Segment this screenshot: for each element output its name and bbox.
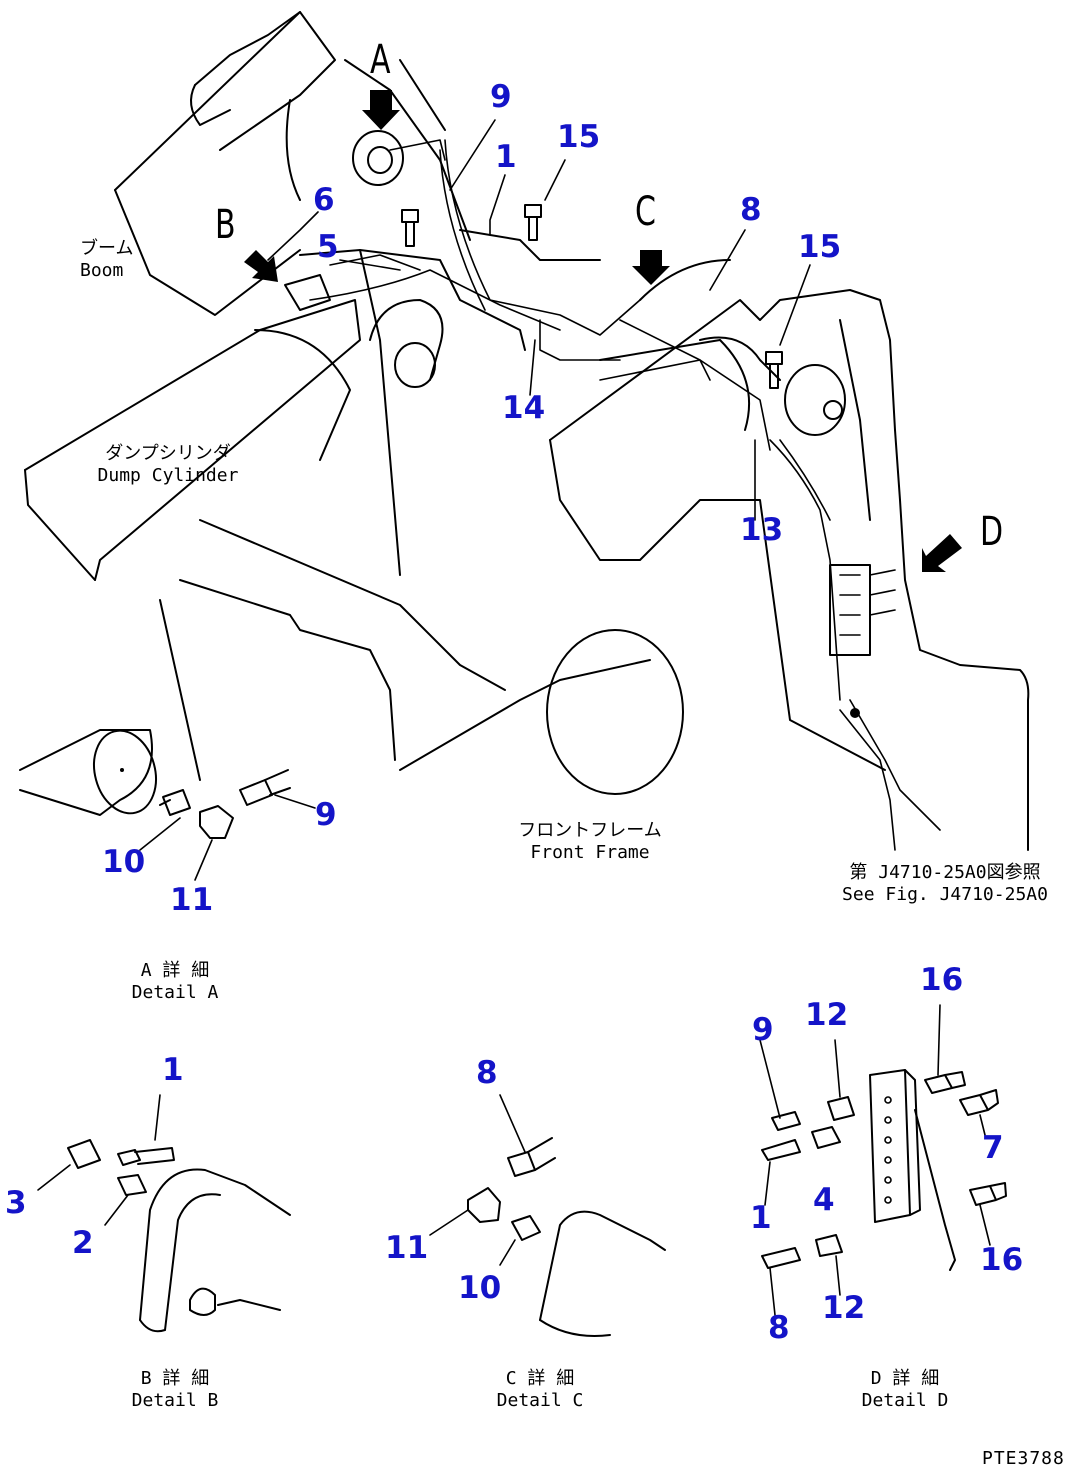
caption-detail-d-jp: D 詳 細 <box>870 1368 940 1389</box>
label-boom-jp: ブーム <box>80 238 134 259</box>
callout-a-10: 10 <box>102 844 146 880</box>
dump-cylinder <box>24 249 526 581</box>
label-dump-cylinder-jp: ダンプシリンダ <box>105 443 231 464</box>
label-dump-cylinder-en: Dump Cylinder <box>97 465 239 486</box>
caption-detail-c: C 詳 細 Detail C <box>485 1368 595 1412</box>
front-frame <box>159 259 1030 851</box>
label-front-frame-en: Front Frame <box>530 842 650 863</box>
caption-detail-b: B 詳 細 Detail B <box>120 1368 230 1412</box>
callout-c-10: 10 <box>458 1270 502 1306</box>
callout-main-14: 14 <box>502 390 546 426</box>
caption-detail-d-en: Detail D <box>861 1390 949 1411</box>
callout-a-11: 11 <box>170 882 214 918</box>
callout-main-9: 9 <box>490 79 512 115</box>
detail-a-drawing <box>19 729 316 881</box>
detail-b-drawing <box>37 1094 291 1333</box>
callout-main-5: 5 <box>317 229 339 265</box>
label-see-figure-jp: 第 J4710-25A0図参照 <box>849 862 1041 883</box>
caption-detail-a-jp: A 詳 細 <box>140 960 210 981</box>
callout-c-11: 11 <box>385 1230 429 1266</box>
caption-detail-b-jp: B 詳 細 <box>140 1368 210 1389</box>
drawing-code: PTE3788 <box>982 1448 1065 1469</box>
callout-main-15a: 15 <box>557 119 601 155</box>
callout-d-12b: 12 <box>822 1290 866 1326</box>
caption-detail-a: A 詳 細 Detail A <box>120 960 230 1004</box>
callout-b-2: 2 <box>72 1225 94 1261</box>
view-arrows <box>244 90 962 572</box>
label-boom: ブーム Boom <box>80 238 133 282</box>
bolts-main <box>401 204 860 718</box>
label-dump-cylinder: ダンプシリンダ Dump Cylinder <box>78 443 258 487</box>
label-front-frame-jp: フロントフレーム <box>518 820 662 841</box>
view-letter-c: C <box>635 189 656 235</box>
label-see-figure: 第 J4710-25A0図参照 See Fig. J4710-25A0 <box>825 862 1065 906</box>
callout-b-1: 1 <box>162 1052 184 1088</box>
detail-d-drawing <box>759 1004 1007 1316</box>
callout-main-15b: 15 <box>798 229 842 265</box>
callout-main-8: 8 <box>740 192 762 228</box>
caption-detail-a-en: Detail A <box>131 982 219 1003</box>
view-letter-b: B <box>215 202 236 248</box>
callout-d-12a: 12 <box>805 997 849 1033</box>
caption-detail-c-jp: C 詳 細 <box>505 1368 575 1389</box>
callout-d-9: 9 <box>752 1012 774 1048</box>
junction-block-d <box>829 564 896 656</box>
callout-d-16a: 16 <box>920 962 964 998</box>
view-letter-a: A <box>370 37 391 83</box>
pin-a <box>352 130 446 186</box>
callout-d-16b: 16 <box>980 1242 1024 1278</box>
callout-main-13: 13 <box>740 512 784 548</box>
hose-routing <box>309 139 941 851</box>
detail-c-drawing <box>429 1094 666 1337</box>
label-front-frame: フロントフレーム Front Frame <box>505 820 675 864</box>
callout-main-1: 1 <box>495 139 517 175</box>
callout-d-4: 4 <box>813 1182 835 1218</box>
callout-a-9: 9 <box>315 797 337 833</box>
callout-b-3: 3 <box>5 1185 27 1221</box>
label-see-figure-en: See Fig. J4710-25A0 <box>842 884 1048 905</box>
caption-detail-c-en: Detail C <box>496 1390 584 1411</box>
callout-d-7: 7 <box>982 1130 1004 1166</box>
boom-outline <box>114 11 601 316</box>
label-boom-en: Boom <box>80 260 124 281</box>
caption-detail-b-en: Detail B <box>131 1390 219 1411</box>
callout-c-8: 8 <box>476 1055 498 1091</box>
caption-detail-d: D 詳 細 Detail D <box>850 1368 960 1412</box>
view-letter-d: D <box>980 509 1004 555</box>
leader-lines-main <box>267 119 811 521</box>
callout-main-6: 6 <box>313 182 335 218</box>
callout-d-8: 8 <box>768 1310 790 1346</box>
callout-d-1: 1 <box>750 1200 772 1236</box>
